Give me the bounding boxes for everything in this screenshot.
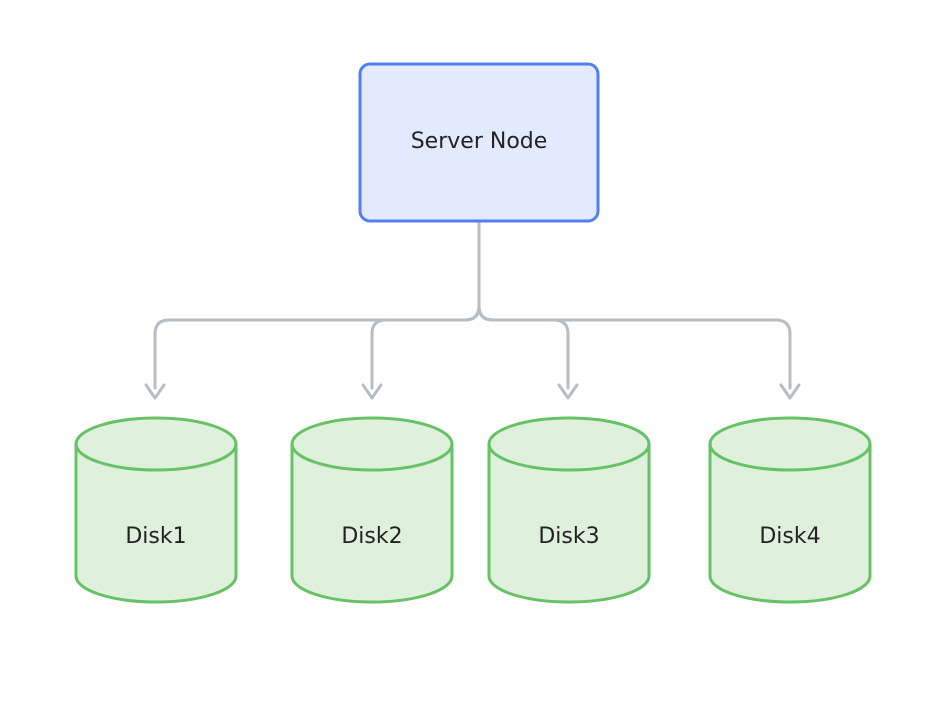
disk-outline-1: [74, 442, 238, 604]
arrowhead-disk-3: [557, 383, 579, 400]
disk-node-1[interactable]: Disk1: [74, 416, 238, 604]
disk-node-2[interactable]: Disk2: [290, 416, 454, 604]
disk-label-2: Disk2: [341, 524, 402, 549]
disk-top-ellipse-1: [74, 416, 238, 472]
connector-to-disk-1: [153, 304, 481, 390]
disk-label-4: Disk4: [759, 524, 820, 549]
server-node-box: [358, 62, 600, 223]
connector-to-disk-2: [370, 304, 481, 390]
arrowhead-disk-4: [779, 383, 801, 400]
disk-outline-2: [290, 442, 454, 604]
disk-top-ellipse-4: [708, 416, 872, 472]
connector-to-disk-3: [477, 304, 570, 390]
connector-layer: [144, 220, 801, 400]
disk-outline-4: [708, 442, 872, 604]
disk-top-ellipse-2: [290, 416, 454, 472]
disk-label-1: Disk1: [125, 524, 186, 549]
disk-node-4[interactable]: Disk4: [708, 416, 872, 604]
disk-top-ellipse-3: [487, 416, 651, 472]
arrowhead-disk-2: [361, 383, 383, 400]
server-node[interactable]: Server Node: [358, 62, 600, 223]
arrowhead-disk-1: [144, 383, 166, 400]
connector-to-disk-4: [477, 304, 792, 390]
disk-label-3: Disk3: [538, 524, 599, 549]
disk-node-3[interactable]: Disk3: [487, 416, 651, 604]
server-node-label: Server Node: [411, 129, 548, 154]
disk-outline-3: [487, 442, 651, 604]
